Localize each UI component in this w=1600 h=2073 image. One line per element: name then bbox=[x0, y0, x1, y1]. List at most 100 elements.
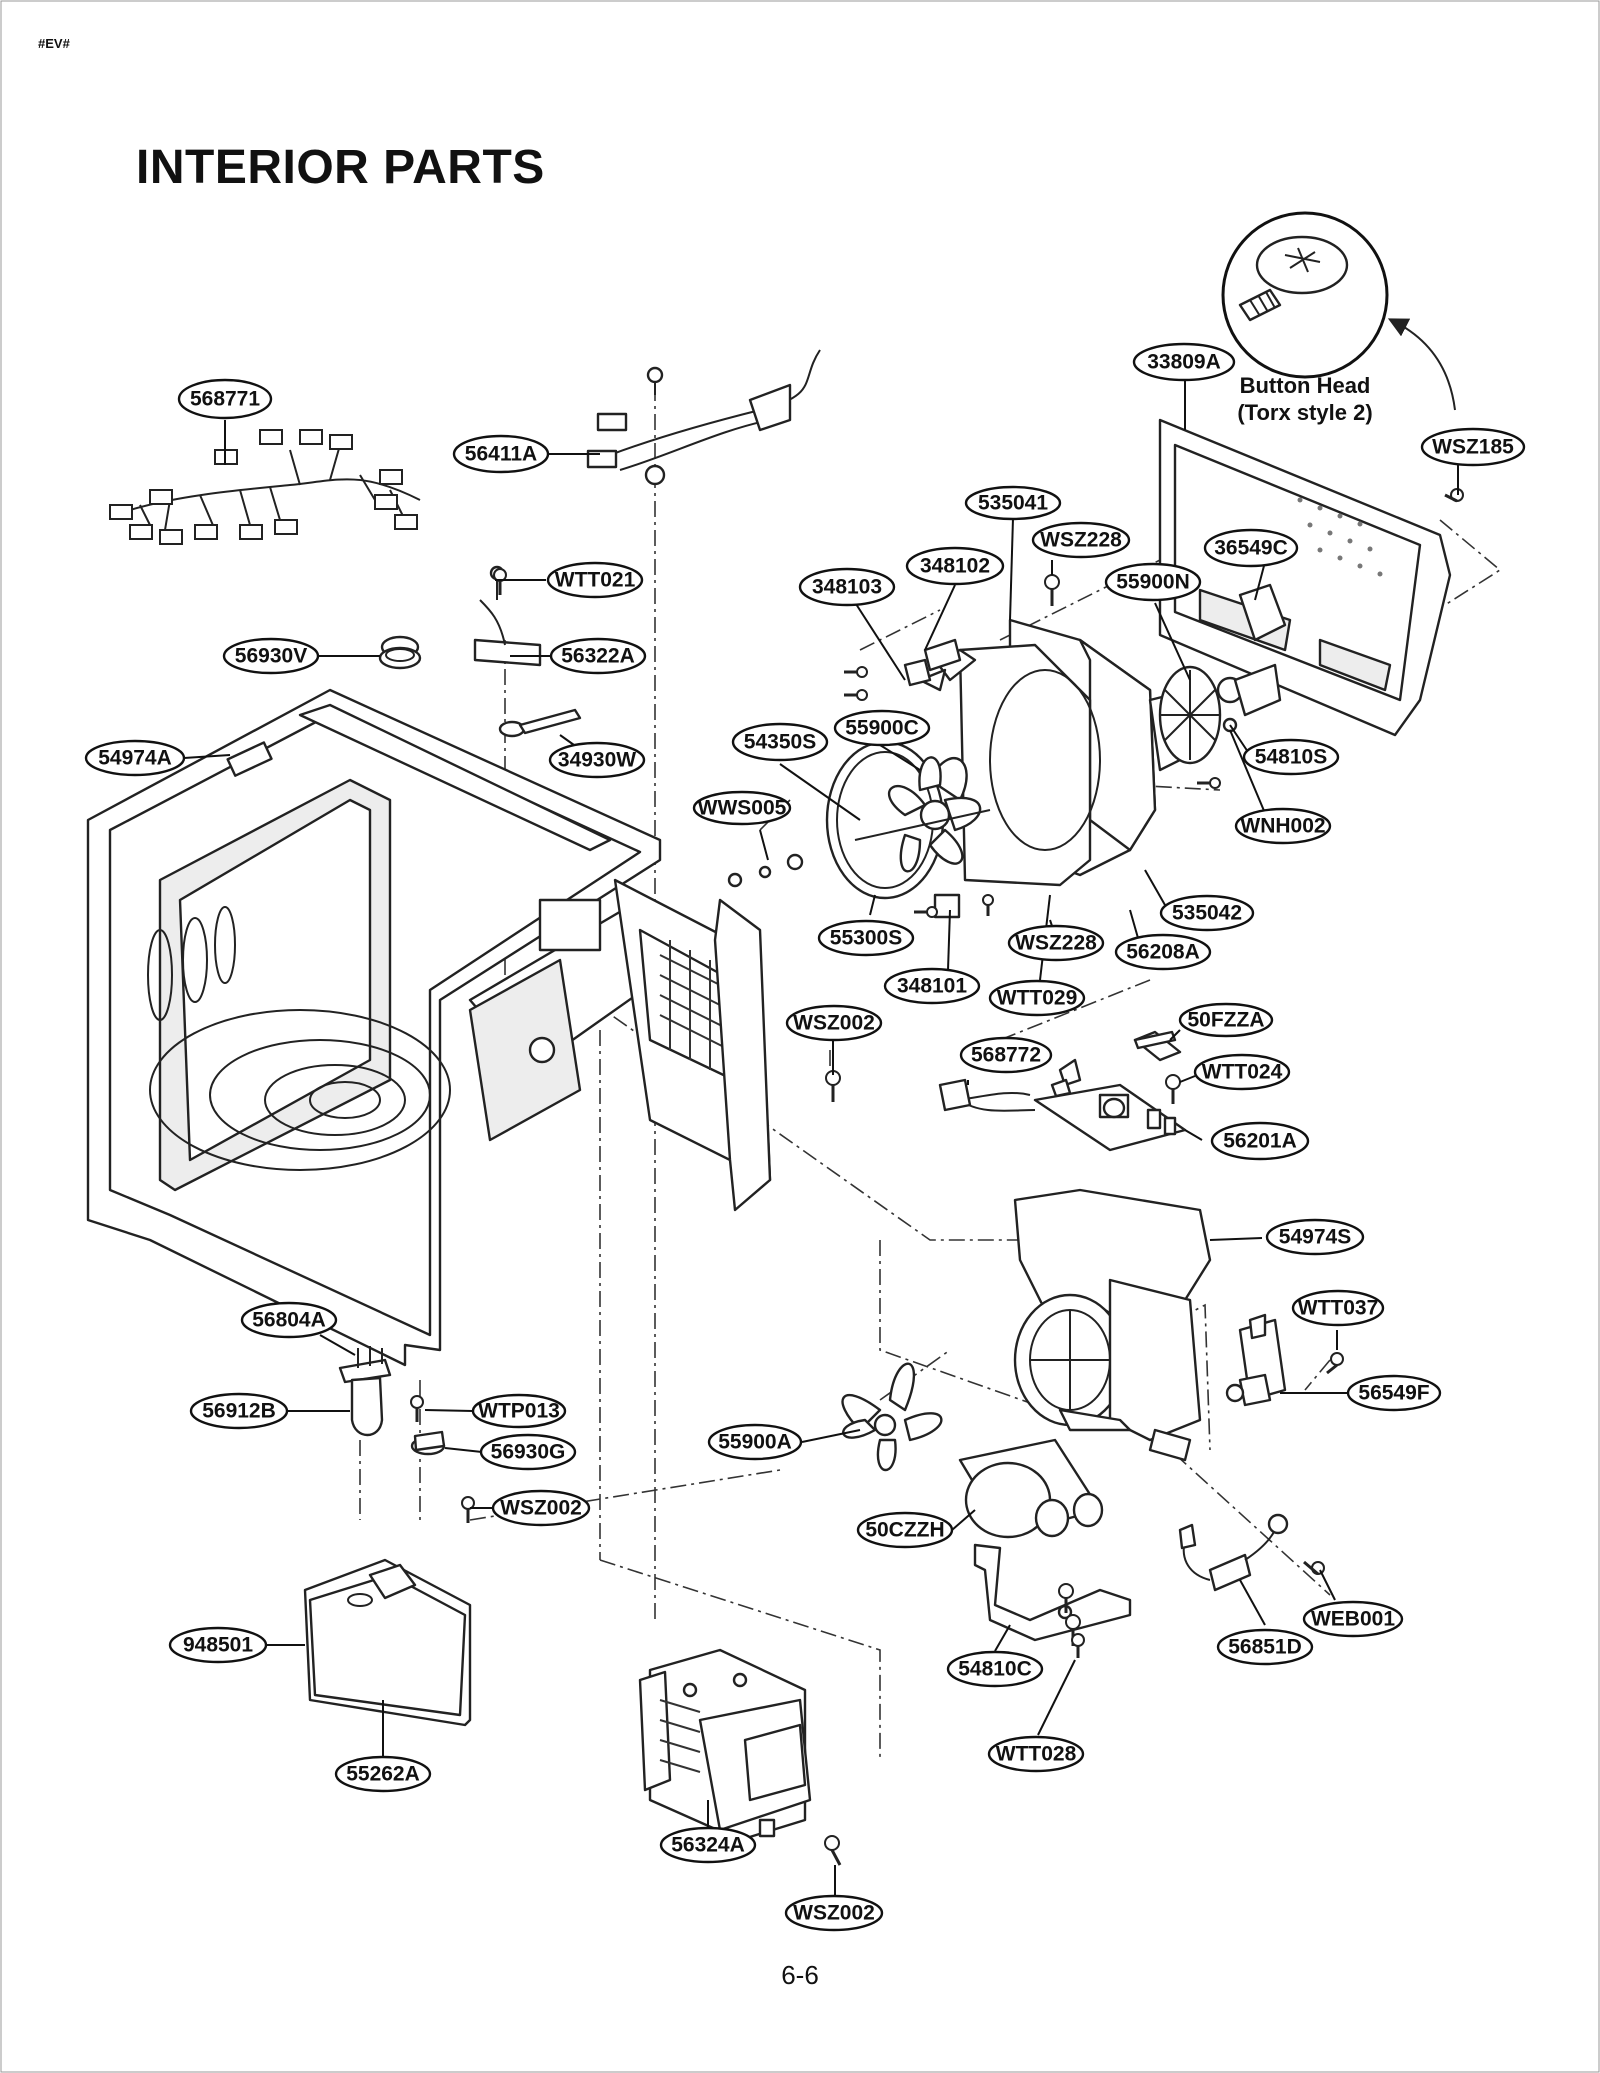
svg-text:55262A: 55262A bbox=[346, 1763, 420, 1786]
lamp-and-thermostats bbox=[338, 646, 446, 1456]
svg-text:54810C: 54810C bbox=[958, 1658, 1032, 1681]
part-label: 54974A bbox=[84, 739, 186, 777]
svg-text:WTT021: WTT021 bbox=[555, 569, 636, 592]
svg-text:348101: 348101 bbox=[897, 975, 967, 998]
damper-motor bbox=[1225, 1313, 1287, 1407]
part-label: WNH002 bbox=[1234, 807, 1332, 845]
part-label: 56930G bbox=[479, 1433, 577, 1471]
part-label: WTT037 bbox=[1291, 1289, 1385, 1327]
svg-text:34930W: 34930W bbox=[558, 749, 636, 772]
part-label: WTT024 bbox=[1193, 1053, 1291, 1091]
svg-text:50FZZA: 50FZZA bbox=[1187, 1009, 1264, 1032]
part-label: 568772 bbox=[959, 1036, 1053, 1074]
svg-text:56549F: 56549F bbox=[1358, 1382, 1429, 1405]
svg-text:568772: 568772 bbox=[971, 1044, 1041, 1067]
part-label: WSZ228 bbox=[1007, 924, 1105, 962]
part-label: 568771 bbox=[177, 378, 273, 420]
svg-text:56912B: 56912B bbox=[202, 1400, 276, 1423]
part-label: 348103 bbox=[798, 567, 896, 607]
part-label: 535042 bbox=[1159, 894, 1255, 932]
svg-text:535042: 535042 bbox=[1172, 902, 1242, 925]
part-label: WTT028 bbox=[987, 1735, 1085, 1773]
part-label: 50CZZH bbox=[856, 1511, 954, 1549]
svg-text:56324A: 56324A bbox=[671, 1834, 745, 1857]
part-label: 54810C bbox=[946, 1650, 1044, 1688]
part-label: 34930W bbox=[548, 741, 646, 779]
convection-assembly bbox=[918, 618, 1282, 887]
screw-type-note: Button Head (Torx style 2) bbox=[1220, 372, 1390, 426]
svg-text:WSZ002: WSZ002 bbox=[500, 1497, 582, 1520]
part-label: WSZ185 bbox=[1420, 427, 1526, 467]
lamp-cover-shield bbox=[303, 1558, 472, 1727]
svg-text:WTT024: WTT024 bbox=[1202, 1061, 1283, 1084]
part-label: 55900C bbox=[833, 709, 931, 747]
svg-text:56930G: 56930G bbox=[491, 1441, 566, 1464]
note-line-2: (Torx style 2) bbox=[1237, 400, 1373, 425]
part-label: WSZ002 bbox=[784, 1894, 884, 1932]
svg-text:56930V: 56930V bbox=[235, 645, 307, 668]
svg-text:WSZ228: WSZ228 bbox=[1040, 529, 1122, 552]
cooling-fan-blade bbox=[841, 1362, 943, 1471]
svg-text:348102: 348102 bbox=[920, 555, 990, 578]
part-label: 348101 bbox=[883, 967, 981, 1005]
svg-text:568771: 568771 bbox=[190, 388, 260, 411]
svg-text:33809A: 33809A bbox=[1147, 351, 1221, 374]
part-label: WSZ002 bbox=[491, 1489, 591, 1527]
part-label: 56851D bbox=[1216, 1628, 1314, 1666]
page-number: 6-6 bbox=[781, 1960, 819, 1990]
part-label: WTP013 bbox=[471, 1393, 567, 1429]
torx-button-head-screw-icon bbox=[1221, 211, 1456, 411]
svg-text:WTP013: WTP013 bbox=[478, 1400, 560, 1423]
part-label: 54974S bbox=[1265, 1218, 1365, 1256]
part-label: 55300S bbox=[817, 919, 915, 957]
part-label: 36549C bbox=[1203, 528, 1299, 568]
part-label: 56324A bbox=[659, 1826, 757, 1864]
svg-text:WSZ185: WSZ185 bbox=[1432, 436, 1514, 459]
part-label: 56912B bbox=[189, 1392, 289, 1430]
part-label: 56322A bbox=[549, 637, 647, 675]
fuse bbox=[1133, 1030, 1177, 1050]
air-guide bbox=[1013, 1188, 1212, 1462]
wire-harness-56411A bbox=[586, 349, 821, 486]
svg-text:WNH002: WNH002 bbox=[1240, 815, 1325, 838]
svg-text:56804A: 56804A bbox=[252, 1309, 326, 1332]
svg-text:50CZZH: 50CZZH bbox=[865, 1519, 944, 1542]
part-label: 56549F bbox=[1346, 1374, 1442, 1412]
svg-text:948501: 948501 bbox=[183, 1634, 253, 1657]
svg-text:56411A: 56411A bbox=[465, 443, 537, 466]
svg-text:WTT028: WTT028 bbox=[996, 1743, 1077, 1766]
part-label: 56201A bbox=[1210, 1121, 1310, 1161]
svg-text:54974A: 54974A bbox=[98, 747, 172, 770]
heater-and-fan bbox=[825, 638, 991, 919]
part-label: WTT029 bbox=[988, 979, 1086, 1017]
svg-text:55300S: 55300S bbox=[830, 927, 902, 950]
part-label: 33809A bbox=[1132, 342, 1236, 382]
hv-capacitor bbox=[958, 1438, 1104, 1539]
part-label: WSZ002 bbox=[785, 1004, 883, 1042]
corner-mark: #EV# bbox=[38, 36, 70, 51]
part-label: WWS005 bbox=[692, 790, 792, 826]
svg-text:WTT037: WTT037 bbox=[1298, 1297, 1379, 1320]
part-label: 348102 bbox=[905, 546, 1005, 586]
oven-cavity bbox=[86, 688, 772, 1367]
magnetron bbox=[638, 1648, 812, 1842]
part-label: 56804A bbox=[240, 1301, 338, 1339]
svg-text:54350S: 54350S bbox=[744, 731, 816, 754]
part-label: 56208A bbox=[1114, 933, 1212, 971]
part-label: 55900A bbox=[707, 1423, 803, 1461]
svg-text:56201A: 56201A bbox=[1223, 1130, 1297, 1153]
thermistor-assembly bbox=[1178, 1513, 1289, 1592]
part-label: 55262A bbox=[334, 1755, 432, 1793]
svg-text:WEB001: WEB001 bbox=[1311, 1608, 1395, 1631]
svg-text:56322A: 56322A bbox=[561, 645, 635, 668]
part-label: 535041 bbox=[964, 485, 1062, 521]
svg-text:55900C: 55900C bbox=[845, 717, 919, 740]
page-title: INTERIOR PARTS bbox=[136, 141, 545, 194]
svg-text:55900A: 55900A bbox=[718, 1431, 792, 1454]
svg-text:54974S: 54974S bbox=[1279, 1226, 1351, 1249]
svg-text:348103: 348103 bbox=[812, 576, 882, 599]
part-label: 56930V bbox=[222, 637, 320, 675]
part-label: 55900N bbox=[1104, 562, 1202, 602]
wire-harness-568771 bbox=[109, 429, 421, 545]
